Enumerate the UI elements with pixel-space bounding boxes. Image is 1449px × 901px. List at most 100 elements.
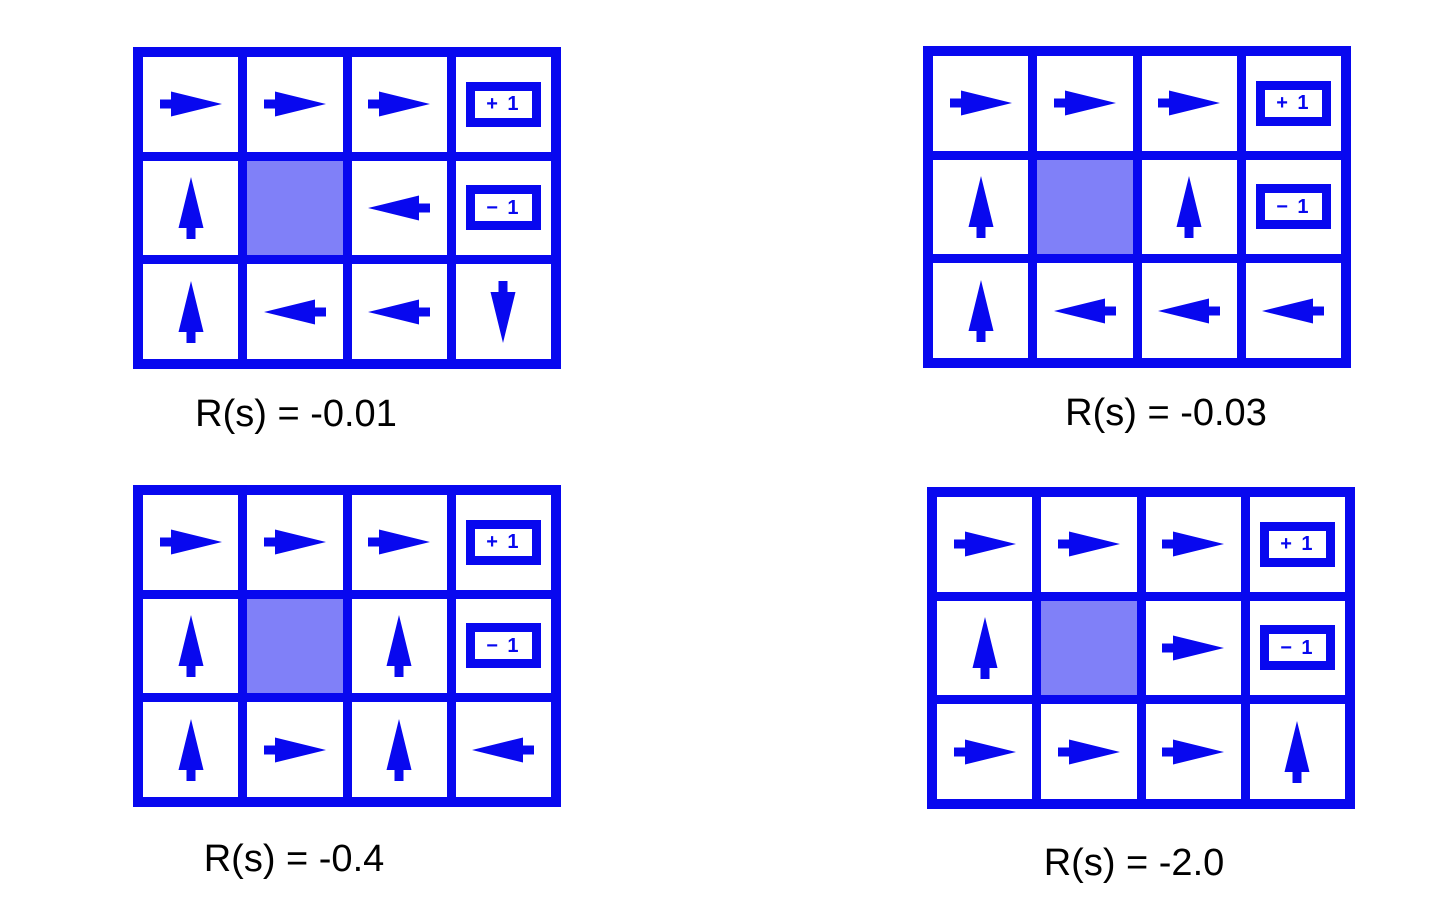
reward-label: R(s) = -0.03 [1065, 392, 1267, 434]
wall-cell [1037, 159, 1133, 255]
left-arrow-icon [368, 195, 431, 221]
policy-cell-right [143, 495, 239, 590]
left-arrow-icon [368, 299, 431, 325]
terminal-minus-cell: − 1 [455, 598, 551, 694]
wall-cell [247, 160, 343, 256]
policy-cell-down [455, 264, 551, 359]
left-arrow-icon [472, 737, 535, 763]
policy-panel-r-0-4: + 1 − 1 R(s) = -0.4 [133, 485, 561, 881]
terminal-plus-cell: + 1 [1249, 497, 1345, 592]
right-arrow-icon [1162, 739, 1225, 765]
right-arrow-icon [949, 90, 1012, 116]
policy-grid: + 1 − 1 [133, 485, 561, 807]
minus-one-box: − 1 [1255, 184, 1331, 230]
terminal-minus-cell: − 1 [1245, 159, 1341, 255]
up-arrow-icon [178, 176, 204, 239]
policy-cell-right [1041, 704, 1137, 799]
right-arrow-icon [1057, 739, 1120, 765]
plus-one-box: + 1 [1259, 521, 1335, 567]
reward-label: R(s) = -0.01 [195, 393, 397, 435]
policy-cell-right [1145, 497, 1241, 592]
plus-one-box: + 1 [1255, 80, 1331, 126]
left-arrow-icon [1158, 298, 1221, 324]
terminal-minus-cell: − 1 [1249, 600, 1345, 696]
policy-cell-right [247, 495, 343, 590]
right-arrow-icon [1162, 531, 1225, 557]
policy-cell-left [351, 160, 447, 256]
left-arrow-icon [1262, 298, 1325, 324]
plus-one-box: + 1 [465, 81, 541, 127]
policy-cell-right [1141, 56, 1237, 151]
terminal-plus-cell: + 1 [455, 495, 551, 590]
policy-grid: + 1 − 1 [133, 47, 561, 369]
right-arrow-icon [159, 529, 222, 555]
left-arrow-icon [1053, 298, 1116, 324]
policy-cell-up [933, 263, 1029, 358]
right-arrow-icon [953, 739, 1016, 765]
policy-panel-r-0-03: + 1 − 1 R(s) = -0.03 [923, 46, 1351, 435]
policy-cell-up [351, 702, 447, 797]
policy-cell-up [143, 264, 239, 359]
policy-grid: + 1 − 1 [927, 487, 1355, 809]
down-arrow-icon [490, 280, 516, 343]
right-arrow-icon [368, 91, 431, 117]
minus-one-box: − 1 [1259, 625, 1335, 671]
policy-cell-left [455, 702, 551, 797]
policy-cell-right [937, 497, 1033, 592]
policy-cell-right [933, 56, 1029, 151]
up-arrow-icon [178, 614, 204, 677]
right-arrow-icon [1053, 90, 1116, 116]
up-arrow-icon [178, 718, 204, 781]
right-arrow-icon [368, 529, 431, 555]
policy-cell-left [351, 264, 447, 359]
wall-cell [247, 598, 343, 694]
right-arrow-icon [1158, 90, 1221, 116]
policy-cell-right [247, 57, 343, 152]
right-arrow-icon [1057, 531, 1120, 557]
policy-cell-up [143, 160, 239, 256]
up-arrow-icon [386, 718, 412, 781]
policy-cell-right [143, 57, 239, 152]
policy-cell-left [1245, 263, 1341, 358]
policy-cell-right [351, 57, 447, 152]
policy-cell-up [143, 598, 239, 694]
up-arrow-icon [968, 279, 994, 342]
policy-cell-right [351, 495, 447, 590]
policy-cell-right [1037, 56, 1133, 151]
policy-cell-right [1145, 600, 1241, 696]
policy-cell-up [937, 600, 1033, 696]
right-arrow-icon [953, 531, 1016, 557]
minus-one-box: − 1 [465, 623, 541, 669]
policy-grid: + 1 − 1 [923, 46, 1351, 368]
terminal-plus-cell: + 1 [1245, 56, 1341, 151]
policy-cell-right [1145, 704, 1241, 799]
policy-cell-up [143, 702, 239, 797]
policy-cell-up [351, 598, 447, 694]
policy-panel-r-0-01: + 1 − 1 R(s) = -0.01 [133, 47, 561, 436]
plus-one-box: + 1 [465, 519, 541, 565]
right-arrow-icon [263, 737, 326, 763]
up-arrow-icon [972, 616, 998, 679]
right-arrow-icon [263, 91, 326, 117]
policy-cell-left [1141, 263, 1237, 358]
terminal-plus-cell: + 1 [455, 57, 551, 152]
policy-cell-up [1249, 704, 1345, 799]
wall-cell [1041, 600, 1137, 696]
left-arrow-icon [263, 299, 326, 325]
right-arrow-icon [263, 529, 326, 555]
policy-cell-up [933, 159, 1029, 255]
policy-cell-up [1141, 159, 1237, 255]
up-arrow-icon [1284, 720, 1310, 783]
up-arrow-icon [968, 175, 994, 238]
policy-cell-right [247, 702, 343, 797]
policy-cell-right [937, 704, 1033, 799]
up-arrow-icon [1176, 175, 1202, 238]
right-arrow-icon [1162, 635, 1225, 661]
right-arrow-icon [159, 91, 222, 117]
up-arrow-icon [386, 614, 412, 677]
policy-panel-r-2-0: + 1− 1 R(s) = -2.0 [927, 487, 1355, 885]
minus-one-box: − 1 [465, 185, 541, 231]
up-arrow-icon [178, 280, 204, 343]
reward-label: R(s) = -0.4 [203, 838, 385, 880]
